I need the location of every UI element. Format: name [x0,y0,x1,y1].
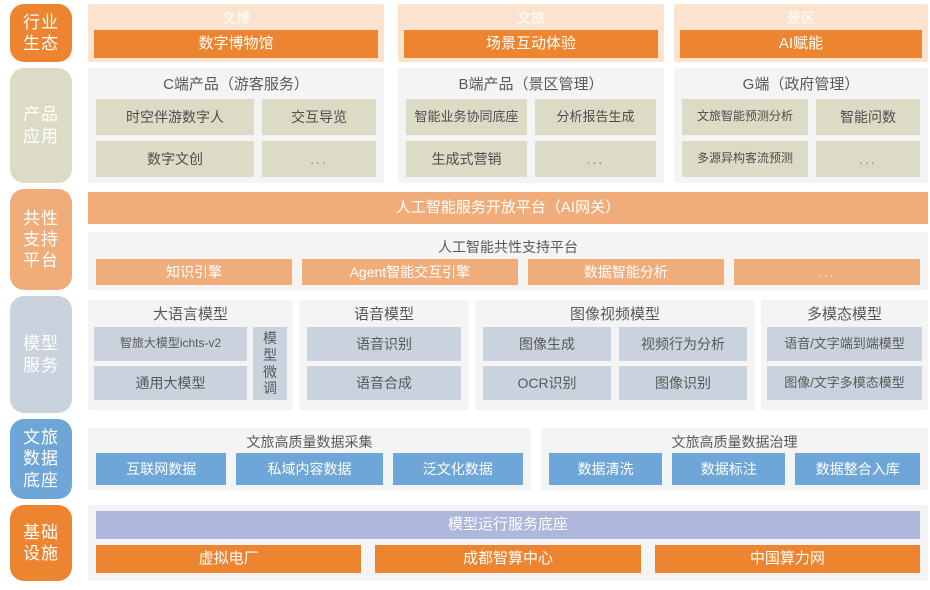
model-item-chip[interactable]: 图像/文字多模态模型 [767,366,922,400]
industry-column-header: 景区 [787,10,815,26]
product-column-b-end: B端产品（景区管理） 智能业务协同底座 分析报告生成 生成式营销 ... [398,68,664,183]
common-support-platform-card: 人工智能共性支持平台 知识引擎 Agent智能交互引擎 数据智能分析 ... [88,232,928,290]
data-item-chip[interactable]: 数据整合入库 [795,453,920,485]
model-item-chip[interactable]: 语音/文字端到端模型 [767,327,922,361]
rail-label-line: 文旅 [23,428,59,448]
product-column-title: G端（政府管理） [742,76,860,93]
product-item-chip[interactable]: ... [262,141,376,177]
industry-column-header: 文博 [222,10,250,26]
data-item-chip[interactable]: 泛文化数据 [392,453,524,485]
industry-item-chip[interactable]: 场景互动体验 [404,30,658,58]
model-item-chip[interactable]: 通用大模型 [94,366,247,400]
model-group-title: 多模态模型 [806,306,882,323]
rail-product-application: 产品 应用 [10,68,72,183]
infrastructure-item-chip[interactable]: 成都智算中心 [375,545,641,573]
rail-industry-ecosystem: 行业 生态 [10,4,72,62]
model-group-title: 图像视频模型 [569,306,660,323]
model-group-speech: 语音模型 语音识别 语音合成 [299,300,469,410]
model-runtime-bar[interactable]: 模型运行服务底座 [96,511,920,539]
infrastructure-item-chip[interactable]: 中国算力网 [654,545,920,573]
rail-label-line: 基础 [23,522,59,542]
data-group-governance: 文旅高质量数据治理 数据清洗 数据标注 数据整合入库 [541,428,928,490]
rail-infrastructure: 基础 设施 [10,505,72,581]
model-item-chip[interactable]: 视频行为分析 [619,327,747,361]
rail-label-line: 设施 [23,544,59,563]
product-column-title: C端产品（游客服务） [163,76,309,93]
ai-gateway-bar[interactable]: 人工智能服务开放平台（AI网关） [88,192,928,224]
model-item-chip[interactable]: OCR识别 [483,366,611,400]
data-group-collection: 文旅高质量数据采集 互联网数据 私域内容数据 泛文化数据 [88,428,531,490]
product-item-chip[interactable]: 多源异构客流预测 [682,141,808,177]
model-finetune-chip[interactable]: 模型微调 [253,327,287,400]
rail-label-line: 数据 [23,449,59,469]
rail-label-line: 应用 [23,126,59,146]
product-item-chip[interactable]: ... [535,141,656,177]
model-item-chip[interactable]: 语音合成 [307,366,461,400]
product-item-chip[interactable]: 数字文创 [96,141,254,177]
product-item-chip[interactable]: 智能问数 [816,99,920,135]
rail-data-foundation: 文旅 数据 底座 [10,419,72,499]
data-item-chip[interactable]: 私域内容数据 [236,453,383,485]
engine-chip[interactable]: ... [733,259,920,285]
industry-column-jingqu: 景区 AI赋能 [674,4,928,62]
product-item-chip[interactable]: 时空伴游数字人 [96,99,254,135]
model-finetune-label: 模型微调 [263,329,277,397]
rail-label-line: 模型 [23,334,59,354]
model-group-multimodal: 多模态模型 语音/文字端到端模型 图像/文字多模态模型 [761,300,928,410]
product-column-c-end: C端产品（游客服务） 时空伴游数字人 交互导览 数字文创 ... [88,68,384,183]
rail-label-line: 共性 [23,208,59,228]
industry-item-chip[interactable]: AI赋能 [680,30,922,58]
industry-column-wenlv: 文旅 场景互动体验 [398,4,664,62]
rail-label-line: 生态 [23,34,59,53]
model-item-chip[interactable]: 图像识别 [619,366,747,400]
data-group-title: 文旅高质量数据治理 [671,434,798,450]
product-item-chip[interactable]: 生成式营销 [406,141,527,177]
rail-label-line: 服务 [23,355,59,375]
infrastructure-card: 模型运行服务底座 虚拟电厂 成都智算中心 中国算力网 [88,505,928,581]
model-group-title: 语音模型 [353,306,414,323]
rail-common-support-platform: 共性 支持 平台 [10,189,72,290]
model-group-llm: 大语言模型 智旅大模型ichts-v2 通用大模型 模型微调 [88,300,293,410]
infrastructure-item-chip[interactable]: 虚拟电厂 [96,545,362,573]
model-item-chip[interactable]: 图像生成 [483,327,611,361]
rail-label-line: 平台 [23,251,59,271]
product-item-chip[interactable]: 交互导览 [262,99,376,135]
data-item-chip[interactable]: 数据清洗 [549,453,663,485]
data-group-title: 文旅高质量数据采集 [246,434,373,450]
engine-chip[interactable]: 数据智能分析 [527,259,724,285]
data-item-chip[interactable]: 数据标注 [672,453,786,485]
industry-column-wenbo: 文博 数字博物馆 [88,4,384,62]
data-item-chip[interactable]: 互联网数据 [96,453,227,485]
rail-label-line: 支持 [23,229,59,249]
model-group-image-video: 图像视频模型 图像生成 视频行为分析 OCR识别 图像识别 [475,300,755,410]
rail-label-line: 行业 [23,12,59,32]
common-support-platform-title: 人工智能共性支持平台 [438,239,578,255]
rail-label-line: 底座 [23,470,59,490]
model-item-chip[interactable]: 智旅大模型ichts-v2 [94,327,247,361]
rail-model-service: 模型 服务 [10,296,72,413]
product-item-chip[interactable]: 文旅智能预测分析 [682,99,808,135]
engine-chip[interactable]: 知识引擎 [96,259,293,285]
industry-item-chip[interactable]: 数字博物馆 [94,30,378,58]
rail-label-line: 产品 [23,105,59,125]
product-column-g-end: G端（政府管理） 文旅智能预测分析 智能问数 多源异构客流预测 ... [674,68,928,183]
model-group-title: 大语言模型 [152,306,228,323]
engine-chip[interactable]: Agent智能交互引擎 [302,259,518,285]
industry-column-header: 文旅 [517,10,545,26]
product-item-chip[interactable]: 智能业务协同底座 [406,99,527,135]
product-column-title: B端产品（景区管理） [458,76,604,93]
product-item-chip[interactable]: 分析报告生成 [535,99,656,135]
model-item-chip[interactable]: 语音识别 [307,327,461,361]
product-item-chip[interactable]: ... [816,141,920,177]
